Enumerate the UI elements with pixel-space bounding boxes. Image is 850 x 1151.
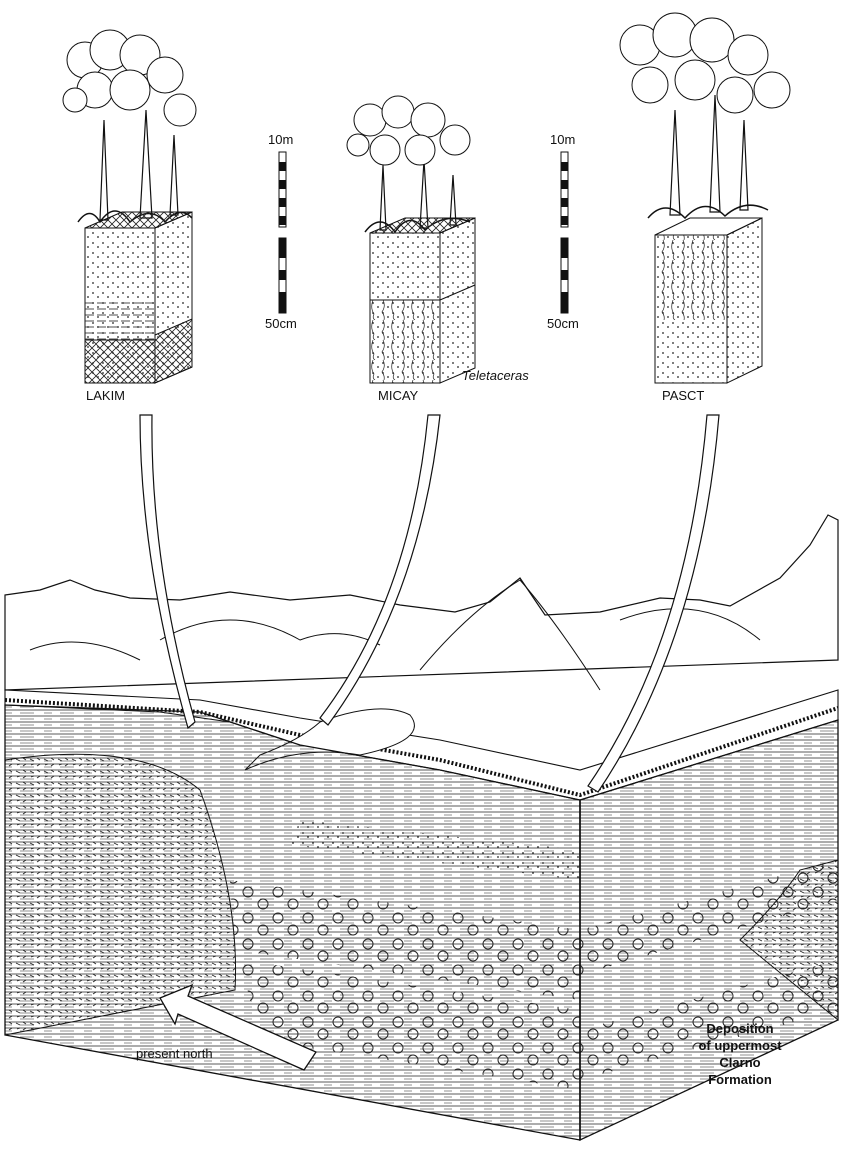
tree-canopy-pasct: [619, 12, 791, 220]
tree-canopy-lakim: [62, 29, 197, 224]
profile-label-lakim: LAKIM: [86, 388, 126, 403]
deposition-caption: Deposition of uppermost Clarno Formation: [680, 1020, 800, 1088]
profile-label-micay: MICAY: [378, 388, 419, 403]
profile-lakim: [62, 29, 197, 384]
caption-line-2: of uppermost: [698, 1038, 782, 1053]
arrow-to-pasct-site: [587, 414, 720, 793]
scale-bar-1: [278, 151, 287, 314]
arrow-to-micay-site: [319, 414, 441, 726]
arrow-to-lakim-site: [139, 414, 196, 730]
arrow-north-icon: [159, 983, 317, 1071]
caption-line-4: Formation: [708, 1072, 772, 1087]
scale-2-top-label: 10m: [550, 132, 576, 147]
profile-label-pasct: PASCT: [662, 388, 705, 403]
scale-1-bottom-label: 50cm: [265, 316, 297, 331]
scale-1-top-label: 10m: [268, 132, 294, 147]
profile-micay: [346, 95, 476, 384]
scale-bar-2: [560, 151, 569, 314]
scale-2-bottom-label: 50cm: [547, 316, 579, 331]
caption-line-1: Deposition: [706, 1021, 774, 1036]
compass-label: present north: [136, 1046, 213, 1061]
caption-line-3: Clarno: [719, 1055, 761, 1070]
landscape-block: [4, 514, 839, 1142]
fossil-label: Teletaceras: [462, 368, 529, 383]
tree-canopy-micay: [346, 95, 471, 234]
profile-pasct: [619, 12, 791, 384]
